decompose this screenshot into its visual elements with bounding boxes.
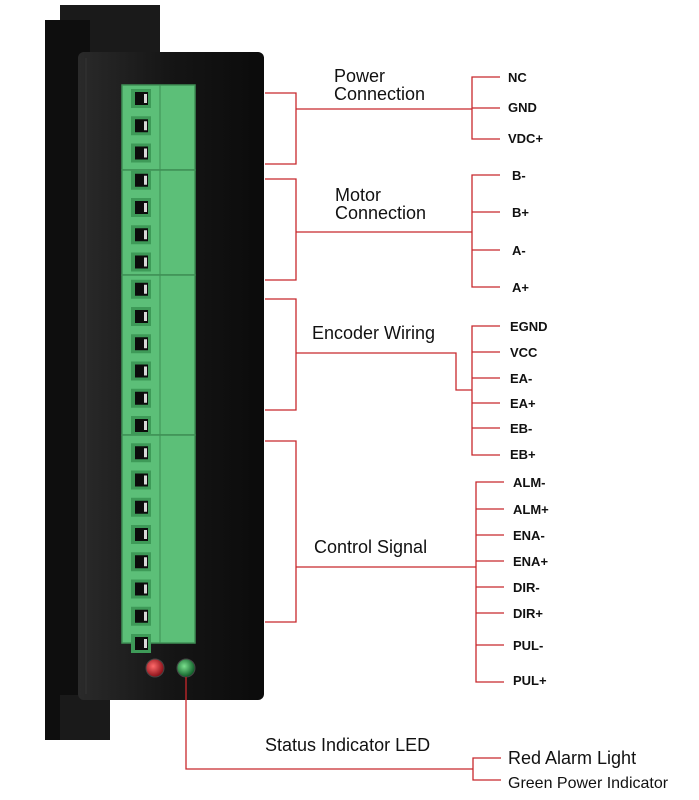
wiring-lines xyxy=(185,76,504,781)
green-led xyxy=(176,658,196,678)
terminal-pin-contact xyxy=(144,557,147,567)
encoder-pins: EGND VCC EA- EA+ EB- EB+ xyxy=(510,319,548,462)
pin-label: EGND xyxy=(510,319,548,334)
power-label-line2: Connection xyxy=(334,84,425,104)
terminal-pin-contact xyxy=(144,611,147,621)
led-bracket xyxy=(472,757,501,781)
green-power-label: Green Power Indicator xyxy=(508,775,669,792)
terminal-pin-contact xyxy=(144,421,147,430)
terminal-pin-contact xyxy=(144,203,147,212)
terminal-blocks xyxy=(121,84,196,653)
pin-label: PUL- xyxy=(513,638,543,653)
power-pin-bracket xyxy=(471,76,500,140)
motor-label-line1: Motor xyxy=(335,185,381,205)
pin-label: A+ xyxy=(512,280,529,295)
pin-label: VDC+ xyxy=(508,131,543,146)
terminal-pin-contact xyxy=(144,284,147,294)
pin-label: EB- xyxy=(510,421,532,436)
terminal-pin-contact xyxy=(144,257,147,267)
pin-label: DIR+ xyxy=(513,606,543,621)
status-led-label: Status Indicator LED xyxy=(265,735,430,755)
pin-label: VCC xyxy=(510,345,538,360)
pin-label: GND xyxy=(508,100,537,115)
pin-label: ALM- xyxy=(513,475,546,490)
control-bracket xyxy=(265,440,297,623)
pin-label: ALM+ xyxy=(513,502,549,517)
pin-label: EA- xyxy=(510,371,532,386)
pin-label: B- xyxy=(512,168,526,183)
pin-label: ENA- xyxy=(513,528,545,543)
control-pin-bracket xyxy=(475,481,504,683)
led-connector xyxy=(185,677,473,770)
red-led xyxy=(145,658,165,678)
terminal-pin-contact xyxy=(144,448,147,458)
terminal-pin-contact xyxy=(144,502,147,512)
pin-label: B+ xyxy=(512,205,529,220)
terminal-pin-contact xyxy=(144,584,147,594)
pin-label: ENA+ xyxy=(513,554,548,569)
motor-pin-bracket xyxy=(471,174,500,288)
pin-label: DIR- xyxy=(513,580,540,595)
terminal-pin-contact xyxy=(144,530,147,539)
control-label: Control Signal xyxy=(314,537,427,557)
terminal-pin-contact xyxy=(144,312,147,321)
motor-pins: B- B+ A- A+ xyxy=(512,168,529,295)
power-pins: NC GND VDC+ xyxy=(508,70,543,146)
terminal-pin-contact xyxy=(144,230,147,240)
power-bracket xyxy=(265,92,297,165)
terminal-pin-contact xyxy=(144,175,147,185)
terminal-pin-contact xyxy=(144,393,147,403)
encoder-label: Encoder Wiring xyxy=(312,323,435,343)
control-pins: ALM- ALM+ ENA- ENA+ DIR- DIR+ PUL- PUL+ xyxy=(513,475,549,688)
encoder-connector xyxy=(296,352,472,391)
heatsink-bottom xyxy=(60,695,110,740)
terminal-pin-contact xyxy=(144,475,147,485)
terminal-block-encoder xyxy=(121,274,196,436)
terminal-pin-contact xyxy=(144,366,147,376)
terminal-pin-contact xyxy=(144,639,147,648)
terminal-pin-contact xyxy=(144,121,147,131)
pin-label: PUL+ xyxy=(513,673,547,688)
terminal-pin-contact xyxy=(144,339,147,349)
encoder-bracket xyxy=(265,298,297,411)
motor-bracket xyxy=(265,178,297,281)
terminal-pin-contact xyxy=(144,94,147,103)
pin-label: A- xyxy=(512,243,526,258)
power-label-line1: Power xyxy=(334,66,385,86)
encoder-pin-bracket xyxy=(471,325,500,456)
terminal-sockets xyxy=(131,89,151,653)
red-alarm-label: Red Alarm Light xyxy=(508,748,636,768)
pin-label: NC xyxy=(508,70,527,85)
terminal-pin-contact xyxy=(144,148,147,158)
pin-label: EB+ xyxy=(510,447,536,462)
motor-label-line2: Connection xyxy=(335,203,426,223)
pin-label: EA+ xyxy=(510,396,536,411)
